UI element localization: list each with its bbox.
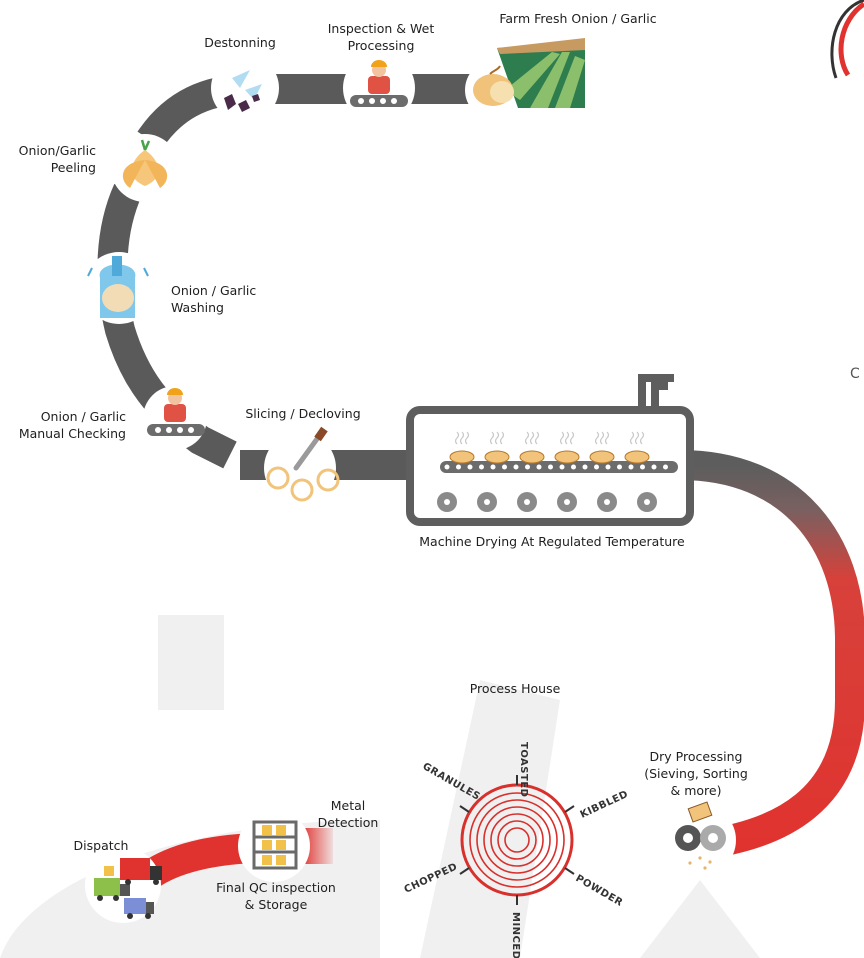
product-type-powder: POWDER	[574, 873, 625, 909]
steam-wave	[599, 431, 605, 445]
manual-checking-worker-icon	[147, 388, 205, 436]
belt-roller	[525, 464, 530, 470]
steam-wave	[634, 431, 640, 445]
label-edge-fragment: C	[850, 366, 860, 382]
label-dry-processing: Dry Processing (Sieving, Sorting & more)	[644, 749, 748, 798]
belt-roller	[479, 464, 484, 470]
belt-roller	[663, 464, 668, 470]
dryer-steam	[454, 431, 645, 445]
fan-hub	[524, 499, 530, 505]
belt-roller	[548, 464, 553, 470]
steam-wave	[559, 431, 565, 445]
steam-wave	[639, 431, 645, 445]
onion-tray	[519, 450, 545, 464]
onion-tray	[624, 450, 650, 464]
steam-wave	[534, 431, 540, 445]
belt-roller	[536, 464, 542, 470]
label-drying: Machine Drying At Regulated Temperature	[419, 534, 685, 549]
label-final-qc: Final QC inspection & Storage	[216, 880, 336, 912]
belt-roller	[628, 464, 634, 470]
onion-tray	[554, 450, 580, 464]
dryer-belt-rollers	[444, 464, 668, 470]
label-manual-checking: Onion / Garlic Manual Checking	[18, 409, 126, 441]
dry-processing-gears-icon	[675, 801, 726, 870]
fan-hub	[444, 499, 450, 505]
onion-tray	[589, 450, 615, 464]
conveyor-return	[679, 450, 864, 860]
product-type-minced: MINCED	[510, 912, 521, 958]
process-house-spokes	[459, 775, 575, 905]
storage-shelf-icon	[252, 820, 298, 870]
label-slicing: Slicing / Decloving	[245, 406, 361, 421]
steam-wave	[564, 431, 570, 445]
belt-roller	[502, 464, 507, 470]
belt-roller	[640, 464, 645, 470]
steam-wave	[594, 431, 600, 445]
dryer-trays	[449, 450, 650, 464]
slicing-icon	[266, 426, 340, 502]
dispatch-trucks-icon	[94, 858, 162, 919]
label-farm-fresh: Farm Fresh Onion / Garlic	[499, 11, 657, 26]
fan-hub	[644, 499, 650, 505]
fan-hub	[604, 499, 610, 505]
peeling-icon	[122, 139, 168, 188]
fan-hub	[564, 499, 570, 505]
label-destonning: Destonning	[204, 35, 276, 50]
belt-roller	[559, 464, 565, 470]
belt-roller	[444, 464, 450, 470]
label-peeling: Onion/Garlic Peeling	[18, 143, 96, 175]
inspection-worker-icon	[350, 60, 408, 107]
steam-wave	[569, 431, 575, 445]
steam-wave	[464, 431, 470, 445]
belt-roller	[605, 464, 611, 470]
dryer-fans	[437, 492, 657, 512]
dryer-belt	[440, 461, 678, 473]
label-metal-detection: Metal Detection	[317, 798, 379, 830]
steam-wave	[459, 431, 465, 445]
steam-wave	[629, 431, 635, 445]
belt-roller	[594, 464, 599, 470]
label-washing: Onion / Garlic Washing	[171, 283, 257, 315]
steam-wave	[454, 431, 460, 445]
farm-field-icon	[473, 38, 585, 108]
belt-roller	[490, 464, 496, 470]
destonning-icon	[224, 70, 262, 112]
label-dispatch: Dispatch	[73, 838, 129, 853]
steam-wave	[499, 431, 505, 445]
belt-roller	[456, 464, 461, 470]
steam-wave	[489, 431, 495, 445]
belt-roller	[571, 464, 576, 470]
washing-icon	[87, 256, 149, 318]
steam-wave	[604, 431, 610, 445]
product-type-kibbled: KIBBLED	[579, 789, 631, 821]
product-type-toasted: TOASTED	[518, 742, 529, 797]
steam-wave	[524, 431, 530, 445]
belt-roller	[651, 464, 657, 470]
onion-tray	[484, 450, 510, 464]
onion-tray	[449, 450, 475, 464]
steam-wave	[494, 431, 500, 445]
belt-roller	[582, 464, 588, 470]
belt-roller	[513, 464, 519, 470]
label-process-house: Process House	[469, 681, 561, 696]
steam-wave	[529, 431, 535, 445]
belt-roller	[617, 464, 622, 470]
fan-hub	[484, 499, 490, 505]
logo-arc-partial	[830, 0, 864, 79]
belt-roller	[467, 464, 473, 470]
label-inspection: Inspection & Wet Processing	[327, 21, 435, 53]
